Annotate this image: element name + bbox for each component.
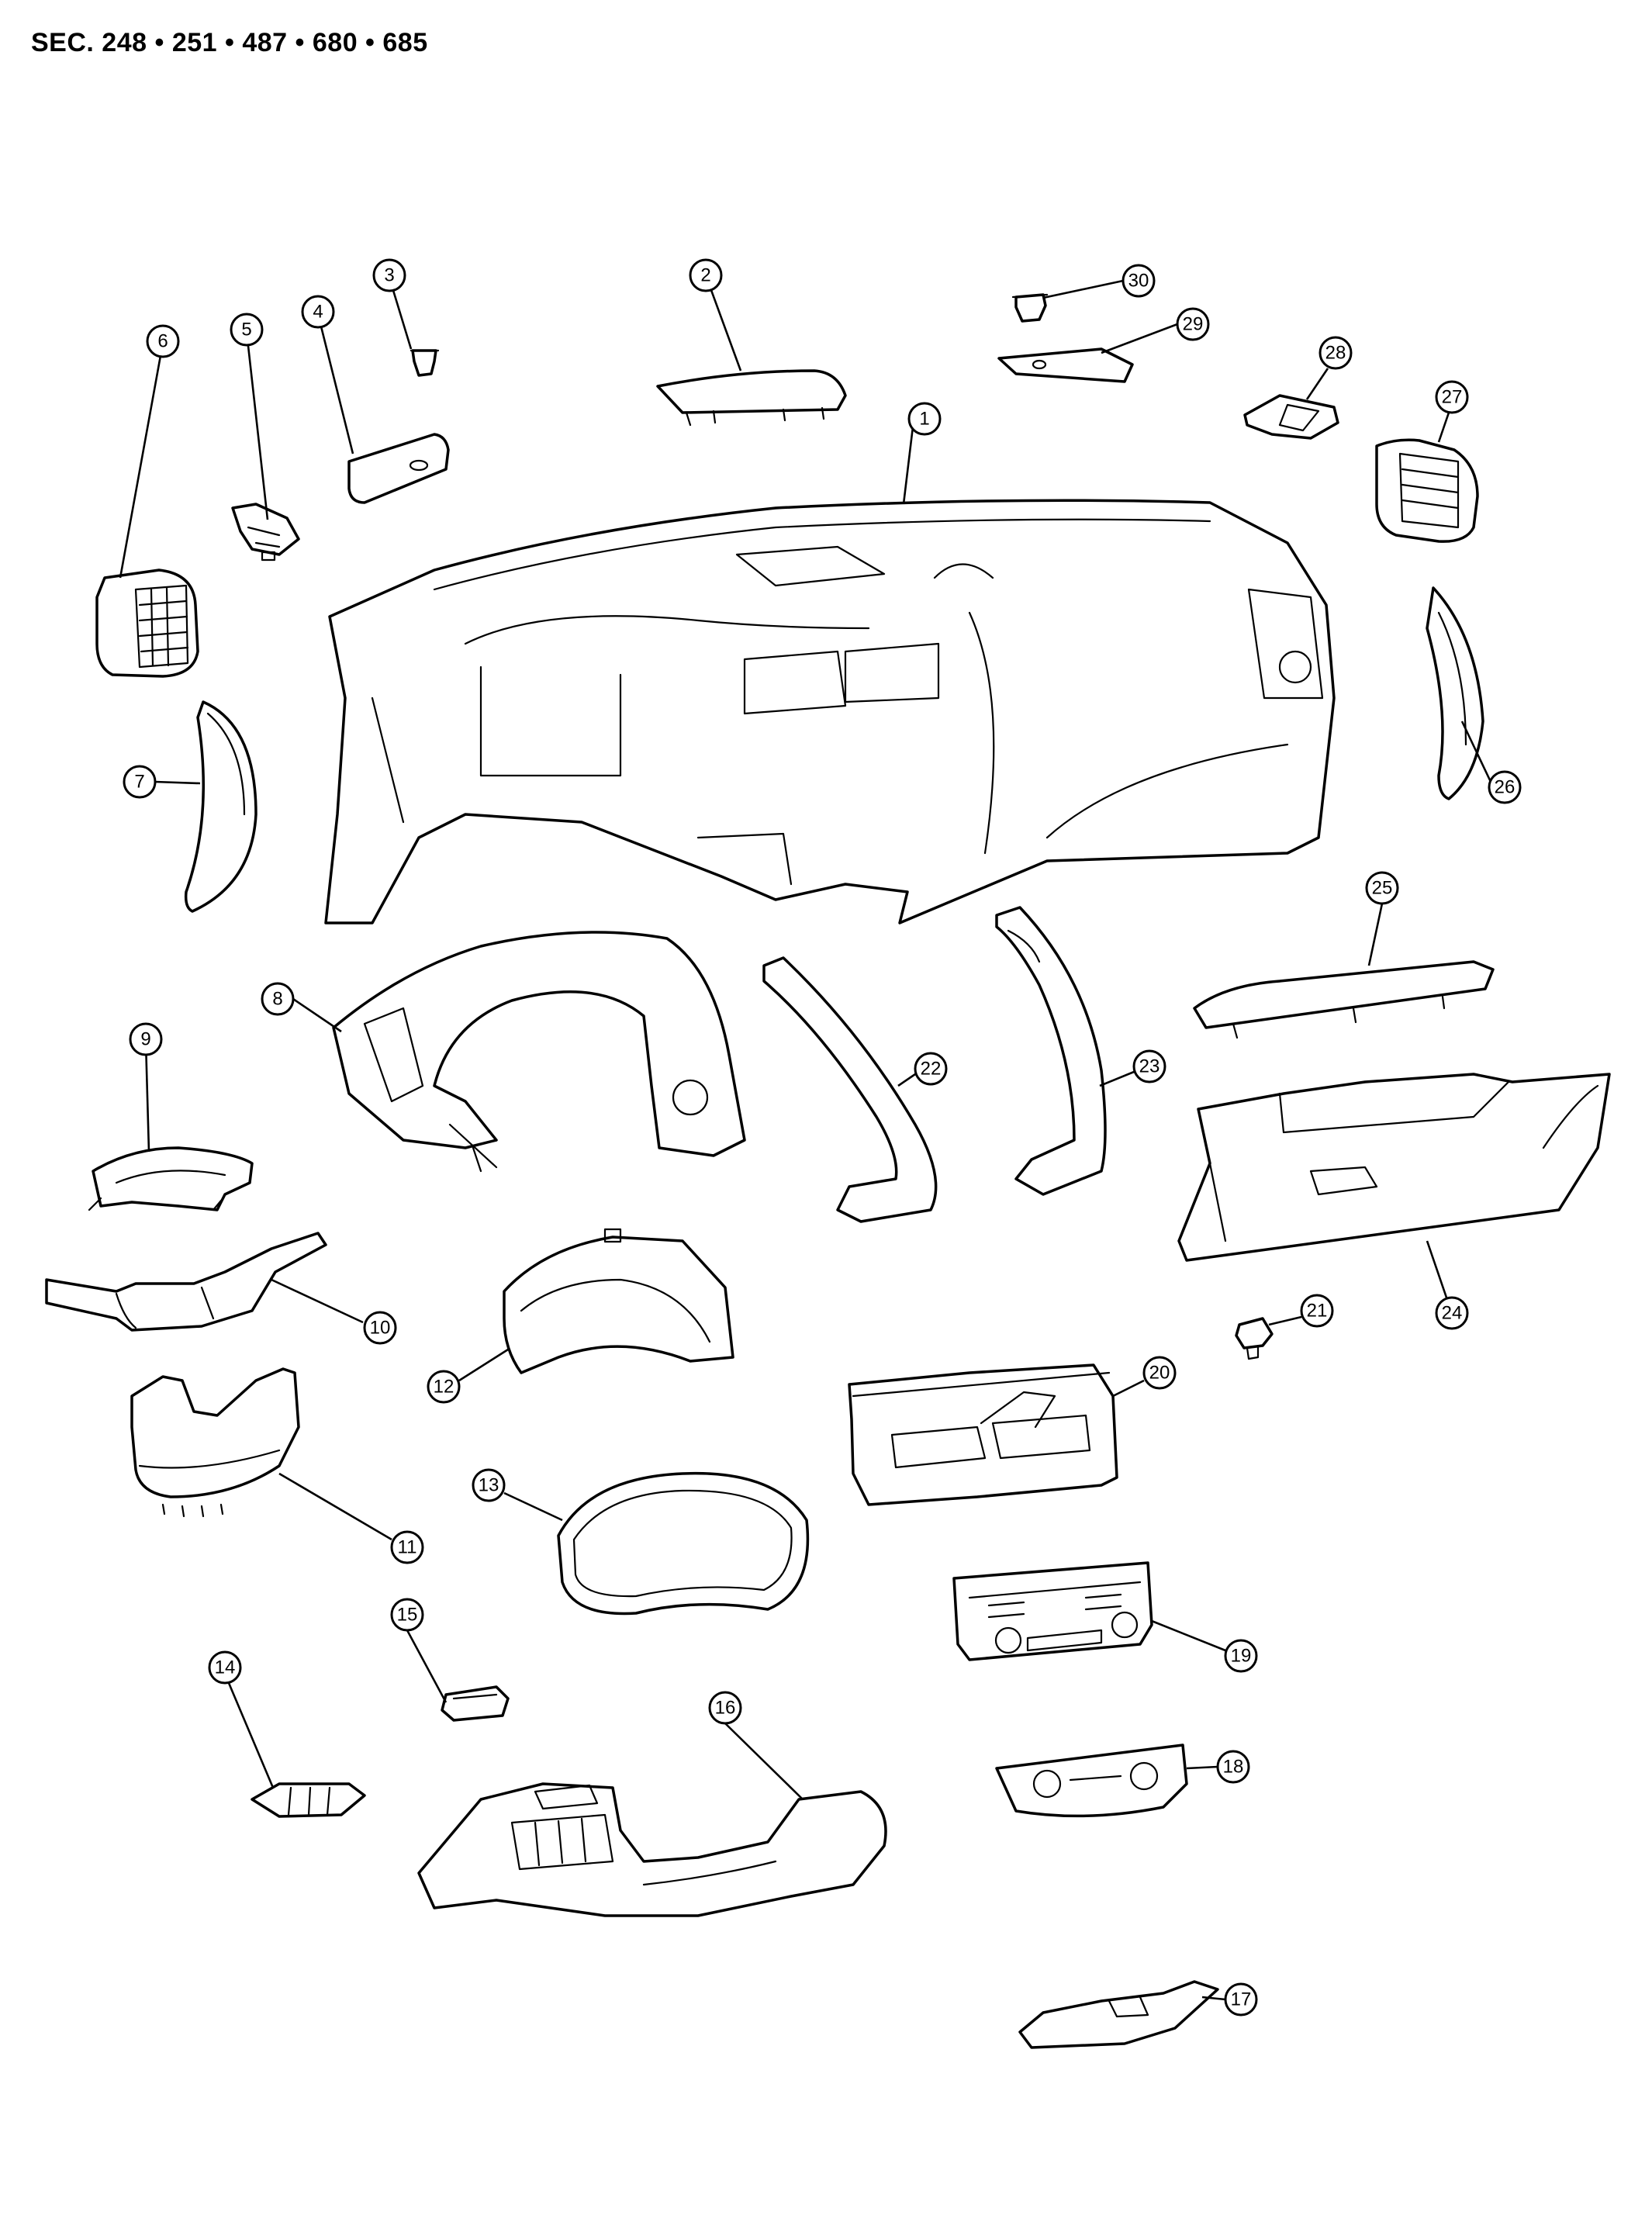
section-reference: SEC. 248 • 251 • 487 • 680 • 685 (31, 28, 428, 57)
callout-22: 22 (914, 1052, 948, 1086)
part-18 (995, 1744, 1188, 1818)
svg-text:3: 3 (384, 265, 394, 286)
svg-text:11: 11 (398, 1537, 417, 1558)
part-30 (1011, 293, 1049, 323)
svg-text:10: 10 (370, 1318, 391, 1339)
svg-text:14: 14 (215, 1657, 236, 1678)
callout-29: 29 (1176, 307, 1210, 341)
part-28 (1243, 394, 1339, 440)
callout-7: 7 (123, 765, 157, 799)
callout-28: 28 (1318, 336, 1353, 370)
svg-text:16: 16 (715, 1698, 736, 1719)
part-8 (332, 931, 746, 1173)
callout-6: 6 (146, 324, 180, 358)
svg-text:30: 30 (1128, 271, 1149, 292)
callout-23: 23 (1132, 1049, 1166, 1083)
part-23 (995, 906, 1107, 1196)
callout-3: 3 (372, 258, 406, 292)
part-instrument-panel (324, 499, 1336, 924)
svg-text:7: 7 (134, 772, 144, 793)
callout-30: 30 (1121, 264, 1156, 298)
part-29 (997, 347, 1134, 383)
svg-text:15: 15 (397, 1605, 418, 1626)
callout-17: 17 (1224, 1982, 1258, 2017)
part-9 (88, 1146, 254, 1211)
callout-15: 15 (390, 1598, 424, 1632)
callout-21: 21 (1300, 1294, 1334, 1328)
part-4 (347, 433, 450, 504)
callout-19: 19 (1224, 1639, 1258, 1673)
part-25 (1193, 960, 1495, 1039)
part-24 (1177, 1073, 1611, 1262)
svg-text:13: 13 (479, 1475, 499, 1496)
svg-text:19: 19 (1231, 1646, 1252, 1667)
part-15 (441, 1685, 510, 1722)
callout-11: 11 (390, 1530, 424, 1564)
part-11 (130, 1367, 300, 1518)
svg-text:1: 1 (919, 409, 929, 430)
part-6 (95, 569, 199, 678)
part-2 (656, 369, 847, 427)
svg-text:28: 28 (1325, 343, 1346, 364)
callout-9: 9 (129, 1022, 163, 1056)
callout-4: 4 (301, 295, 335, 329)
part-13 (557, 1471, 810, 1616)
part-3 (410, 349, 440, 377)
svg-text:18: 18 (1223, 1757, 1244, 1778)
svg-text:8: 8 (272, 989, 282, 1010)
callout-1: 1 (907, 402, 942, 436)
callout-18: 18 (1216, 1750, 1250, 1784)
part-17 (1018, 1980, 1219, 2049)
callout-8: 8 (261, 982, 295, 1016)
callout-26: 26 (1488, 770, 1522, 804)
callout-24: 24 (1435, 1296, 1469, 1330)
callout-20: 20 (1142, 1356, 1177, 1390)
leader-lines (119, 275, 1492, 2001)
svg-text:9: 9 (140, 1029, 150, 1050)
svg-text:27: 27 (1442, 387, 1463, 408)
svg-text:4: 4 (313, 302, 323, 323)
callout-5: 5 (230, 313, 264, 347)
svg-text:25: 25 (1372, 878, 1393, 899)
part-21 (1235, 1317, 1274, 1360)
svg-text:22: 22 (921, 1059, 942, 1080)
part-19 (952, 1561, 1153, 1661)
part-12 (503, 1228, 734, 1374)
part-14 (251, 1782, 366, 1818)
svg-text:20: 20 (1149, 1363, 1170, 1384)
callout-25: 25 (1365, 871, 1399, 905)
svg-text:2: 2 (700, 265, 710, 286)
svg-text:26: 26 (1495, 777, 1515, 798)
part-27 (1375, 438, 1479, 543)
callout-10: 10 (363, 1311, 397, 1345)
callout-16: 16 (708, 1691, 742, 1725)
part-10 (45, 1232, 327, 1332)
svg-text:21: 21 (1307, 1301, 1328, 1322)
callout-13: 13 (472, 1468, 506, 1502)
part-26 (1426, 586, 1484, 800)
callout-14: 14 (208, 1650, 242, 1685)
svg-text:24: 24 (1442, 1303, 1463, 1324)
part-20 (848, 1363, 1118, 1506)
part-5 (231, 503, 300, 562)
callout-12: 12 (427, 1370, 461, 1404)
part-16 (417, 1782, 887, 1917)
svg-text:6: 6 (157, 331, 168, 352)
svg-text:5: 5 (241, 320, 251, 340)
callout-27: 27 (1435, 380, 1469, 414)
callout-2: 2 (689, 258, 723, 292)
svg-text:23: 23 (1139, 1056, 1160, 1077)
svg-text:17: 17 (1231, 1989, 1252, 2010)
part-7 (184, 700, 257, 913)
svg-text:29: 29 (1183, 314, 1204, 335)
part-22 (762, 956, 938, 1223)
svg-text:12: 12 (434, 1377, 454, 1398)
